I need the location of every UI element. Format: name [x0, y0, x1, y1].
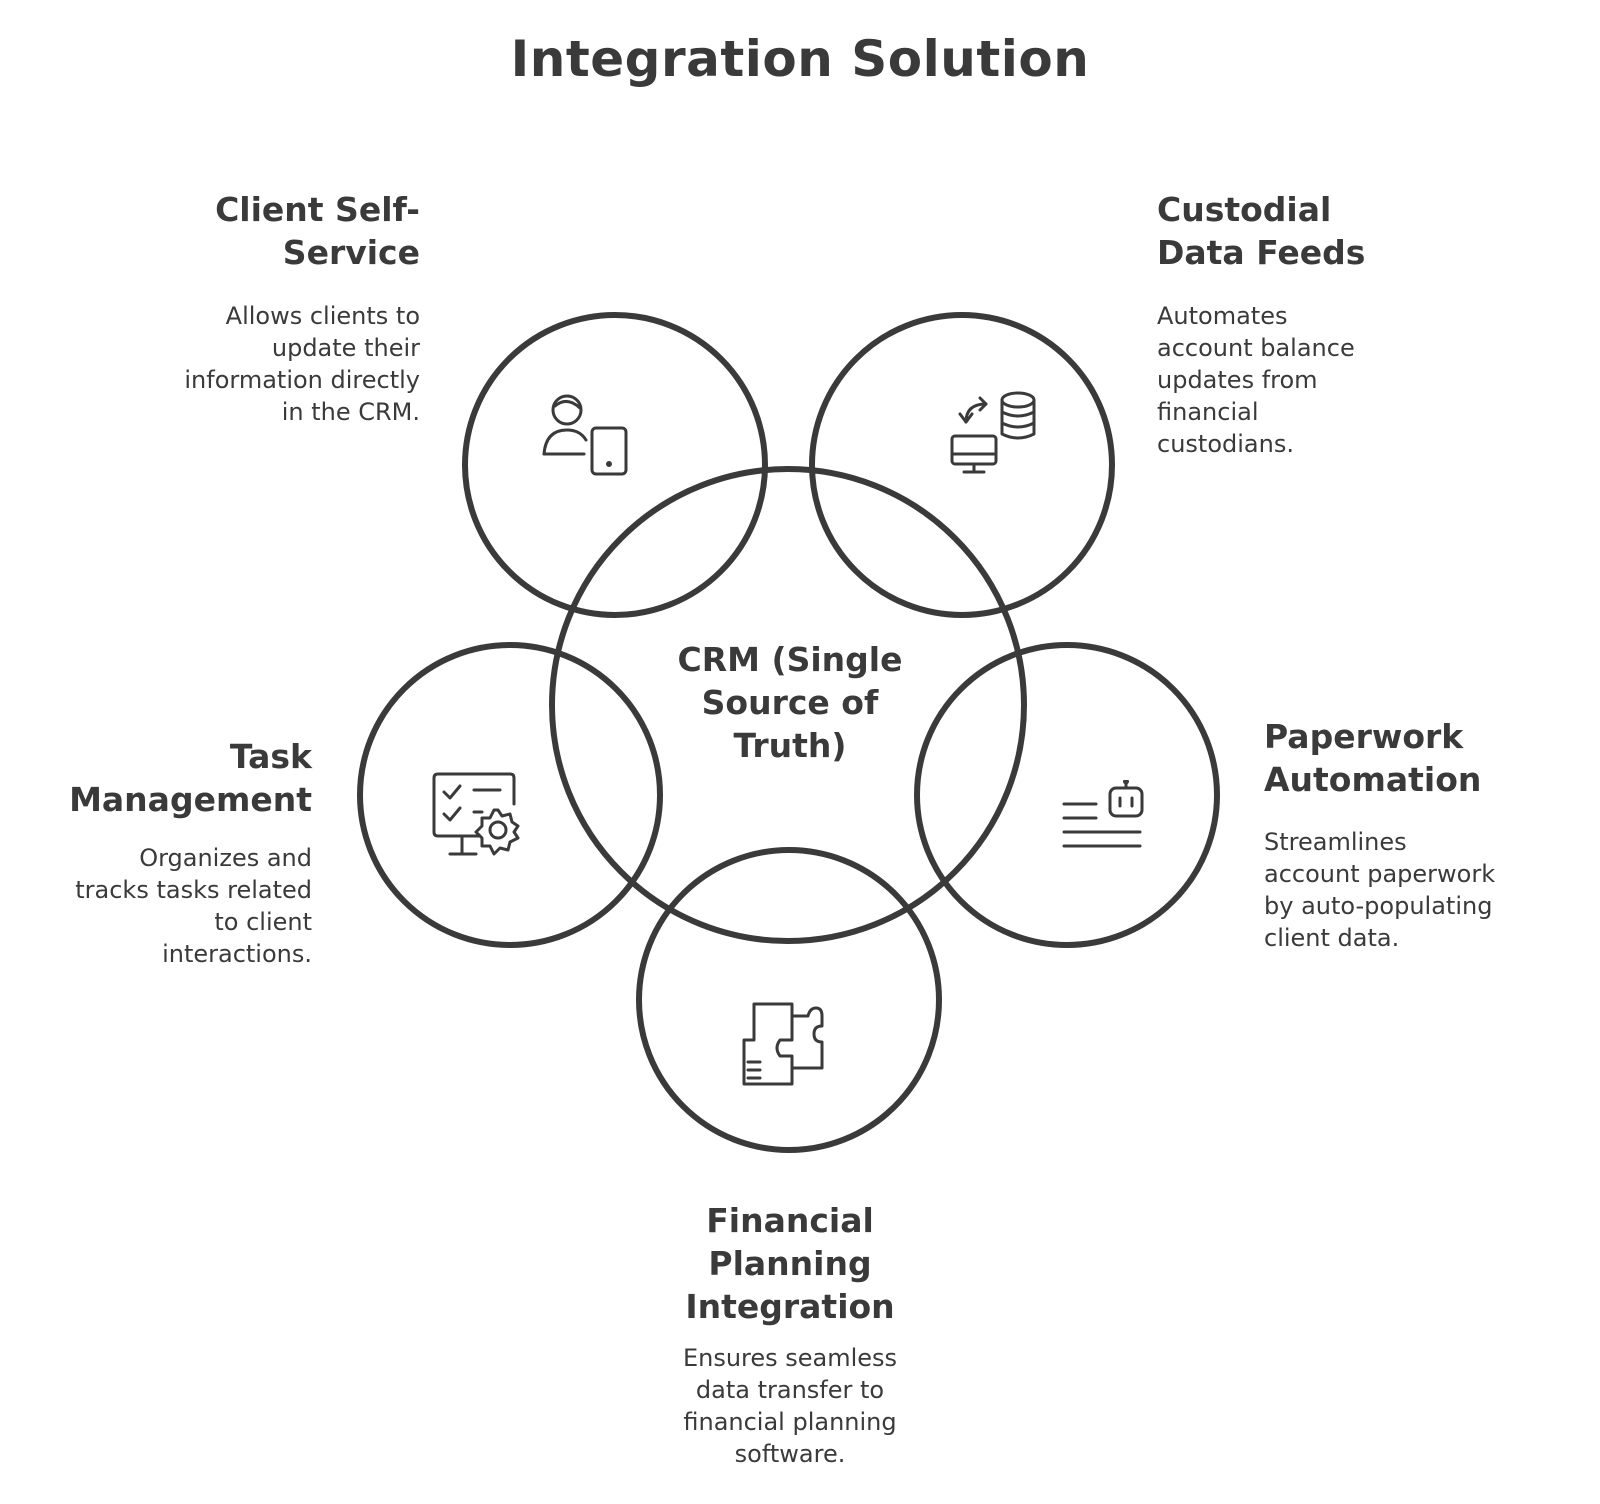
diagram-title: Integration Solution [510, 30, 1090, 88]
checklist-gear-icon [432, 772, 520, 856]
node-title-financial-planning-integration: Financial Planning Integration [685, 1201, 895, 1326]
circle-crm [549, 466, 1027, 944]
puzzle-document-icon [742, 1002, 824, 1086]
document-robot-icon [1062, 780, 1144, 848]
user-tablet-icon [542, 394, 628, 476]
circle-custodial-data-feeds [809, 312, 1115, 618]
circle-paperwork-automation [914, 642, 1220, 948]
node-title-client-self-service: Client Self-Service [215, 190, 420, 272]
node-desc-custodial-data-feeds: Automates account balance updates from f… [1157, 302, 1355, 458]
crm-center-label: CRM (Single Source of Truth) [677, 640, 903, 765]
circle-task-management [357, 642, 663, 948]
circle-financial-planning [636, 847, 942, 1153]
node-title-paperwork-automation: Paperwork Automation [1264, 717, 1482, 799]
node-title-task-management: Task Management [69, 737, 312, 819]
node-desc-financial-planning-integration: Ensures seamless data transfer to financ… [682, 1344, 898, 1468]
database-sync-icon [950, 391, 1036, 474]
node-desc-paperwork-automation: Streamlines account paperwork by auto-po… [1264, 828, 1496, 952]
circle-client-self-service [462, 312, 768, 618]
node-desc-task-management: Organizes and tracks tasks related to cl… [75, 844, 312, 968]
node-title-custodial-data-feeds: Custodial Data Feeds [1157, 190, 1366, 272]
node-desc-client-self-service: Allows clients to update their informati… [184, 302, 420, 426]
